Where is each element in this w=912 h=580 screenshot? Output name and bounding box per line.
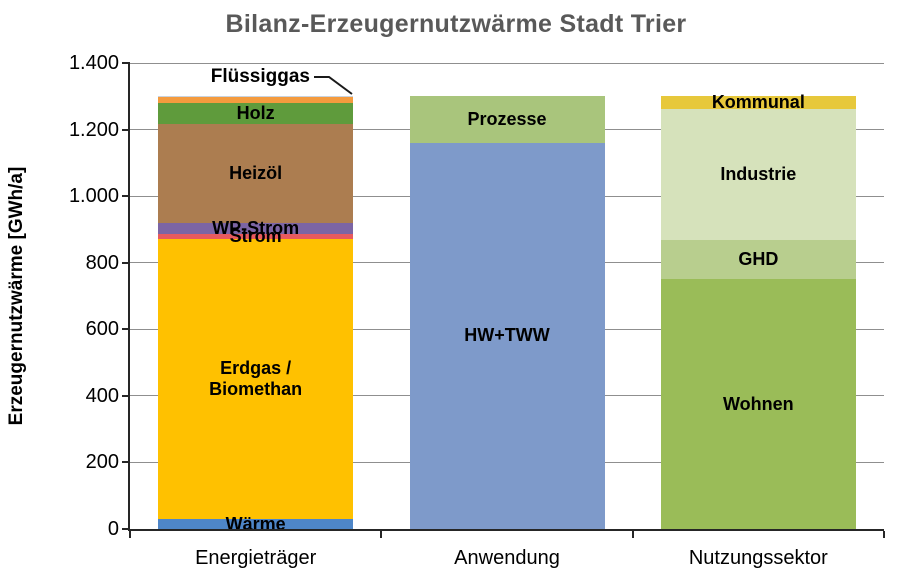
y-tick	[122, 261, 130, 264]
y-tick	[122, 394, 130, 397]
x-tick	[380, 531, 383, 538]
y-tick-label: 1.400	[68, 52, 119, 74]
segment-waerme	[158, 519, 354, 529]
segment-rest-sliver	[158, 96, 354, 98]
segment-wp-strom	[158, 223, 354, 235]
y-tick-label: 1.200	[68, 118, 119, 141]
y-tick-label: 0	[107, 518, 119, 540]
y-axis-title: Erzeugernutzwärme [GWh/a]	[6, 166, 27, 426]
segment-heizoel	[158, 123, 354, 224]
segment-prozesse	[409, 96, 605, 143]
segment-strom	[158, 234, 354, 240]
y-tick	[122, 528, 130, 530]
segment-ghd	[660, 240, 856, 280]
segment-fluessiggas	[158, 97, 354, 103]
segment-kommunal	[660, 96, 856, 109]
gridline-1.400	[130, 62, 884, 64]
callout-fluessiggas-label: Flüssiggas	[210, 66, 310, 87]
segment-industrie	[660, 108, 856, 241]
y-tick-label: 1.000	[68, 185, 119, 208]
y-tick-label: 600	[85, 318, 119, 341]
category-label-anwendung: Anwendung	[454, 547, 560, 569]
y-tick	[122, 328, 130, 331]
segment-hw-tww	[409, 142, 605, 529]
segment-holz	[158, 102, 354, 124]
y-axis-line	[128, 63, 130, 531]
x-tick	[129, 531, 131, 538]
chart-title: Bilanz-Erzeugernutzwärme Stadt Trier	[225, 10, 687, 38]
segment-wohnen	[660, 279, 856, 529]
x-tick	[883, 531, 885, 538]
category-label-nutzungssektor: Nutzungssektor	[688, 547, 828, 569]
y-tick	[122, 62, 130, 64]
y-tick	[122, 128, 130, 131]
segment-erdgas-biomethan	[158, 239, 354, 519]
category-label-energietraeger: Energieträger	[195, 547, 317, 569]
y-tick	[122, 461, 130, 464]
y-tick-label: 400	[85, 384, 119, 407]
x-axis-line	[128, 529, 884, 531]
y-tick	[122, 195, 130, 198]
y-tick-label: 800	[85, 251, 119, 274]
x-tick	[631, 531, 634, 538]
y-tick-label: 200	[85, 451, 119, 474]
